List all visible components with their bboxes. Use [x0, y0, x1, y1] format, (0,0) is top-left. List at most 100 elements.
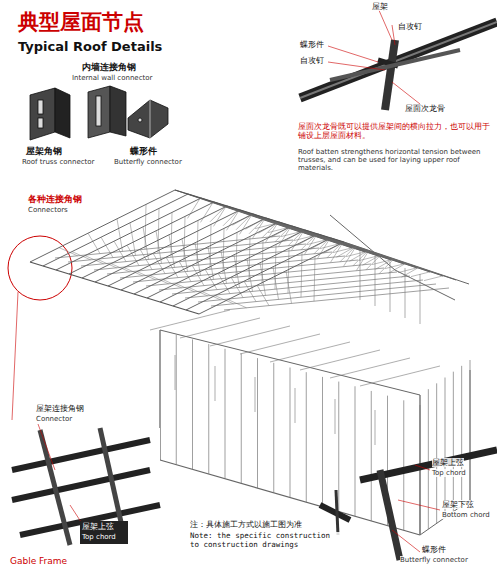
- frame-member: [240, 334, 320, 354]
- frame-member: [395, 270, 455, 300]
- frame-member: [185, 276, 410, 298]
- frame-member: [205, 269, 217, 289]
- frame-member: [470, 360, 471, 500]
- frame-member: [159, 268, 384, 290]
- frame-member: [150, 310, 230, 330]
- frame-member: [69, 202, 214, 274]
- frame-member: [134, 222, 279, 294]
- frame-member: [121, 218, 266, 290]
- frame-member: [199, 242, 344, 314]
- frame-member: [322, 377, 323, 507]
- frame-member: [355, 386, 356, 516]
- frame-member: [357, 250, 370, 270]
- frame-member: [234, 255, 240, 288]
- frame-member: [147, 226, 292, 298]
- part-label: Roof truss connector: [22, 158, 94, 166]
- frame-member: [176, 335, 177, 465]
- frame-member: [375, 410, 376, 445]
- frame-member: [273, 267, 279, 300]
- frame-member: [133, 260, 358, 282]
- frame-member: [88, 233, 100, 253]
- frame-member: [225, 349, 226, 479]
- frame-member: [420, 274, 421, 324]
- frame-member: [273, 363, 274, 493]
- frame-member: [371, 391, 372, 521]
- part-label: Roof batten strengthens horizontal tensi…: [298, 148, 494, 172]
- frame-member: [301, 252, 302, 297]
- part-label: 注：具体施工方式以施工图为准: [190, 520, 302, 529]
- part-label: Top chord: [432, 469, 466, 477]
- frame-member: [290, 368, 291, 498]
- frame-member: [195, 243, 201, 276]
- frame-member: [330, 358, 410, 378]
- frame-member: [94, 248, 319, 270]
- frame-member: [461, 366, 462, 506]
- part-label: Gable Frame: [10, 556, 67, 566]
- frame-member: [424, 276, 444, 281]
- part-label: 屋架角钢: [26, 146, 62, 156]
- part-label: 内墙连接角钢: [82, 62, 136, 72]
- frame-member: [192, 339, 193, 469]
- frame-member: [179, 261, 191, 281]
- frame-member: [375, 256, 376, 306]
- frame-member: [221, 251, 227, 284]
- frame-member: [257, 358, 258, 488]
- frame-member: [306, 372, 307, 502]
- part-label: Typical Roof Details: [18, 40, 162, 55]
- part-label: 屋架上弦: [82, 522, 114, 531]
- frame-member: [260, 263, 266, 296]
- frame-member: [186, 238, 331, 310]
- frame-member: [241, 353, 242, 483]
- frame-member: [224, 288, 449, 310]
- frame-member: [140, 249, 152, 269]
- frame-member: [231, 277, 243, 297]
- frame-member: [295, 388, 296, 423]
- truss-detail: [300, 8, 497, 110]
- frame-member: [244, 281, 256, 301]
- frame-member: [215, 366, 216, 401]
- frame-member: [95, 210, 240, 282]
- frame-member: [127, 245, 139, 265]
- part-label: 屋面次龙骨既可以提供屋架间的横向拉力，也可以用于铺设上层屋面材料。: [298, 122, 494, 140]
- frame-member: [211, 284, 436, 306]
- frame-member: [257, 285, 269, 305]
- bottom-chord-inset: [320, 450, 497, 560]
- part-label: 屋架: [372, 2, 388, 11]
- frame-member: [98, 260, 117, 268]
- gable-frame-inset: [10, 424, 160, 548]
- frame-member: [111, 264, 130, 272]
- connector-icons: [30, 86, 168, 140]
- frame-member: [402, 267, 420, 277]
- part-label: Bottom chord: [442, 511, 490, 519]
- frame-member: [366, 255, 381, 270]
- part-label: 自攻钉: [398, 22, 422, 31]
- part-label: 屋架上弦: [432, 458, 464, 467]
- frame-member: [208, 344, 209, 474]
- part-label: Top chord: [82, 533, 116, 541]
- frame-member: [59, 248, 78, 256]
- frame-member: [428, 389, 429, 529]
- part-label: Butterfly connector: [400, 556, 468, 564]
- frame-member: [72, 252, 91, 260]
- frame-member: [56, 198, 201, 270]
- label-patch: [80, 532, 128, 544]
- part-label: 自攻钉: [300, 56, 324, 65]
- frame-member: [108, 214, 253, 286]
- frame-member: [202, 292, 221, 300]
- frame-member: [360, 366, 440, 386]
- frame-member: [143, 227, 149, 260]
- frame-member: [150, 276, 169, 284]
- frame-member: [160, 230, 305, 302]
- part-label: Connector: [36, 415, 72, 423]
- frame-member: [255, 377, 256, 412]
- part-label: 蝶形件: [130, 146, 157, 156]
- frame-member: [189, 288, 208, 296]
- frame-member: [228, 300, 247, 308]
- frame-member: [300, 350, 380, 370]
- frame-member: [198, 280, 423, 302]
- frame-member: [192, 265, 204, 285]
- frame-member: [180, 318, 260, 338]
- frame-member: [338, 382, 339, 512]
